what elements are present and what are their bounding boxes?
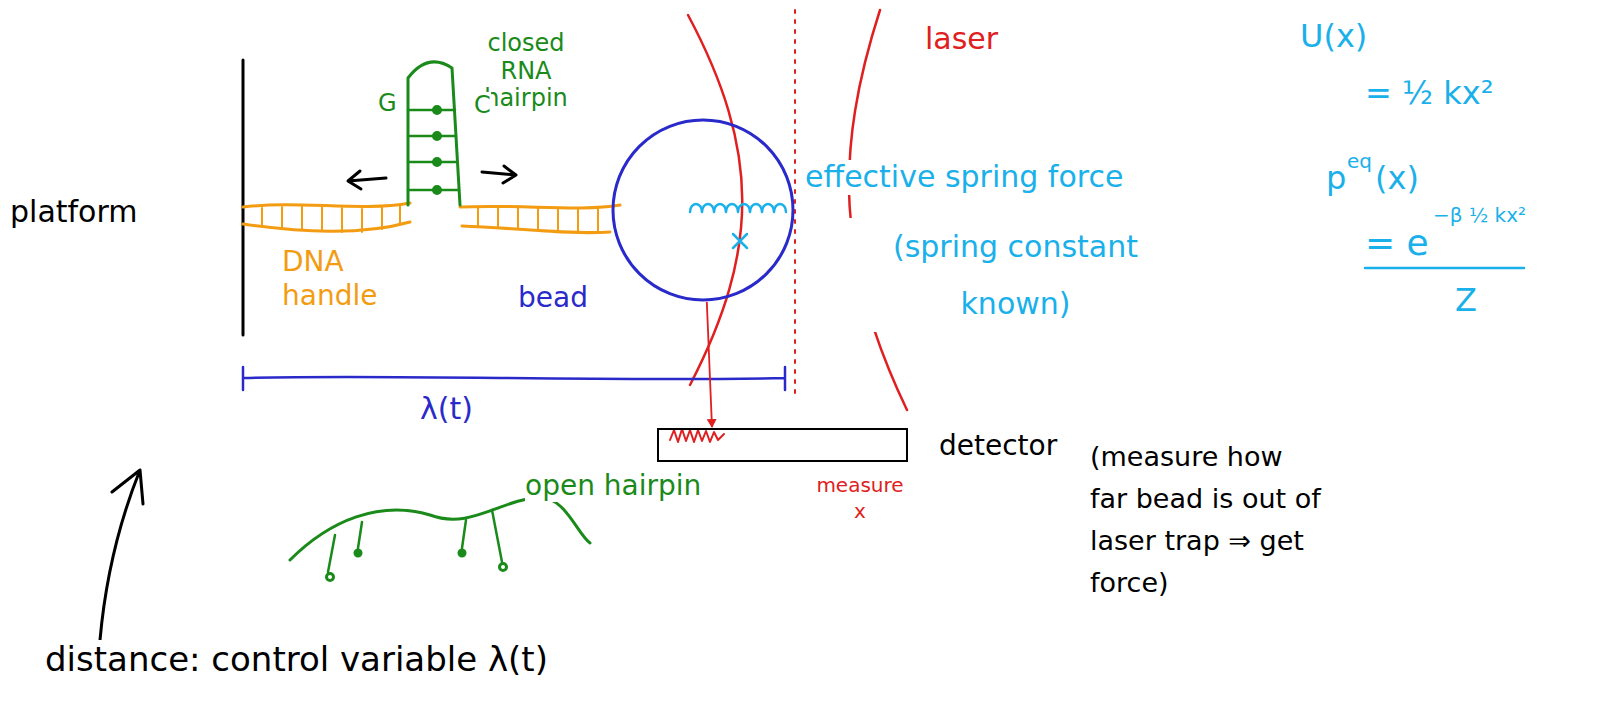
formula-text: Z xyxy=(1455,282,1477,319)
formula-text: p xyxy=(1326,160,1346,197)
spring-coil xyxy=(690,204,786,212)
open-hairpin-label: open hairpin xyxy=(525,470,701,502)
distance-label: λ(t) xyxy=(420,392,473,427)
formula-text: (x) xyxy=(1375,160,1419,197)
arrow-right xyxy=(482,166,516,183)
signal-squiggle xyxy=(670,429,724,442)
detector-box: detector xyxy=(657,428,908,462)
dna-rungs xyxy=(262,205,400,232)
rna-hairpin xyxy=(408,62,460,205)
position-mark xyxy=(733,234,747,248)
base-dot xyxy=(434,159,441,166)
base-dot xyxy=(500,564,507,571)
open-hairpin xyxy=(290,497,590,581)
base-dot xyxy=(434,107,441,114)
formula-text: = e xyxy=(1365,222,1429,263)
control-variable-note: distance: control variable λ(t) xyxy=(45,640,548,679)
formula-text: = ½ kx² xyxy=(1365,75,1493,112)
platform-label: platform xyxy=(10,195,137,230)
pointer-arrow xyxy=(100,470,143,640)
base-pairs xyxy=(408,110,459,190)
spring-label: effective spring force xyxy=(805,160,1123,195)
formula-text: U(x) xyxy=(1300,18,1367,55)
base-dot xyxy=(355,550,361,556)
base-dot xyxy=(434,187,441,194)
fraction-bar xyxy=(1365,267,1524,270)
beam-edge xyxy=(849,10,907,410)
formula-superscript: −β ½ kx² xyxy=(1433,204,1526,227)
detector-note: (measure how far bead is out of laser tr… xyxy=(1090,436,1322,603)
arrow-left xyxy=(348,171,386,189)
bead-circle: bead xyxy=(611,118,795,302)
laser-beam xyxy=(688,10,907,410)
beam-axis xyxy=(794,10,796,395)
bead-outline xyxy=(613,120,793,300)
base-letter: G xyxy=(378,90,397,118)
laser-label: laser xyxy=(925,22,998,57)
open-strand xyxy=(290,497,590,560)
base-dot xyxy=(434,133,441,140)
dna-strand xyxy=(462,226,610,233)
dna-handle xyxy=(243,203,620,233)
open-bases xyxy=(328,510,502,572)
node-text: detector xyxy=(939,430,1057,462)
dna-strand xyxy=(243,203,410,207)
node-text: bead xyxy=(518,282,588,314)
signal-arrow xyxy=(707,302,712,427)
platform-wall xyxy=(242,60,245,335)
measure-label: measure x xyxy=(812,472,908,524)
base-dot xyxy=(327,574,334,581)
beam-edge xyxy=(688,15,742,385)
dna-strand xyxy=(460,205,620,208)
pull-arrows xyxy=(348,166,516,189)
base-dot xyxy=(459,550,465,556)
handle-label: DNA handle xyxy=(282,245,400,312)
base-letter: C xyxy=(474,92,491,120)
dna-rungs xyxy=(478,206,598,232)
dna-strand xyxy=(243,222,410,231)
hairpin-stem xyxy=(408,62,460,205)
bead-outline xyxy=(611,118,795,302)
formula-superscript: eq xyxy=(1347,150,1372,173)
spring-note: (spring constant known) xyxy=(848,218,1183,332)
distance-bracket xyxy=(243,367,785,390)
